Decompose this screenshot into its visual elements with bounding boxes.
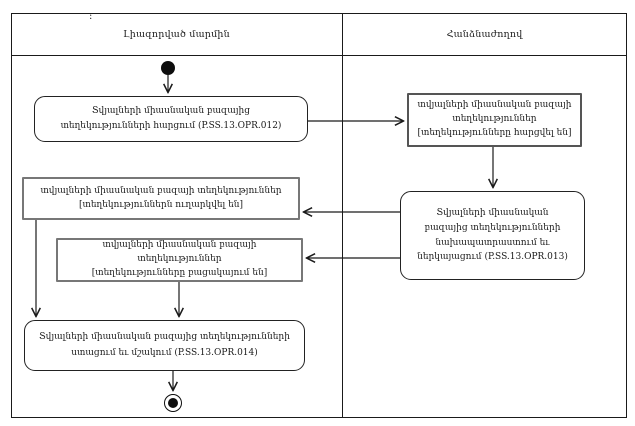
object-title: տվյալների միասնական բազայի տեղեկությունն… (40, 185, 282, 196)
object-node-info-sent: տվյալների միասնական բազայի տեղեկությունն… (22, 177, 300, 220)
action-node-opr014: Տվյալների միասնական բազայից տեղեկություն… (24, 320, 305, 371)
lane-header-authorized-body: Լիազորված մարմին (11, 13, 342, 55)
object-state: [տեղեկություններն ուղարկվել են] (78, 199, 243, 210)
action-label: Տվյալների միասնական բազայից տեղեկություն… (39, 332, 290, 358)
final-node (164, 394, 182, 412)
final-node-dot (168, 398, 178, 408)
lane-header-label: Հանձնաժողով (446, 28, 523, 40)
object-title: տվյալների միասնական բազայի տեղեկությունն… (417, 100, 572, 125)
lane-header-commission: Հանձնաժողով (342, 13, 627, 55)
header-separator-line (11, 55, 627, 56)
lane-divider-line (342, 13, 343, 418)
object-node-info-missing: տվյալների միասնական բազայի տեղեկությունն… (56, 238, 303, 282)
object-state: [տեղեկությունները հարցվել են] (417, 127, 572, 138)
object-node-info-requested: տվյալների միասնական բազայի տեղեկությունն… (407, 93, 582, 147)
lane-header-label: Լիազորված մարմին (123, 28, 230, 40)
object-title: տվյալների միասնական բազայի տեղեկությունն… (102, 240, 257, 265)
action-node-opr013: Տվյալների միասնական բազայից տեղեկություն… (400, 191, 585, 280)
action-label: Տվյալների միասնական բազայից տեղեկություն… (60, 105, 282, 131)
initial-node (161, 61, 175, 75)
object-state: [տեղեկությունները բացակայում են] (91, 267, 268, 278)
action-label: Տվյալների միասնական բազայից տեղեկություն… (417, 207, 568, 263)
action-node-opr012: Տվյալների միասնական բազայից տեղեկություն… (34, 96, 308, 142)
lane-header-prefix-colon: : (89, 11, 93, 22)
